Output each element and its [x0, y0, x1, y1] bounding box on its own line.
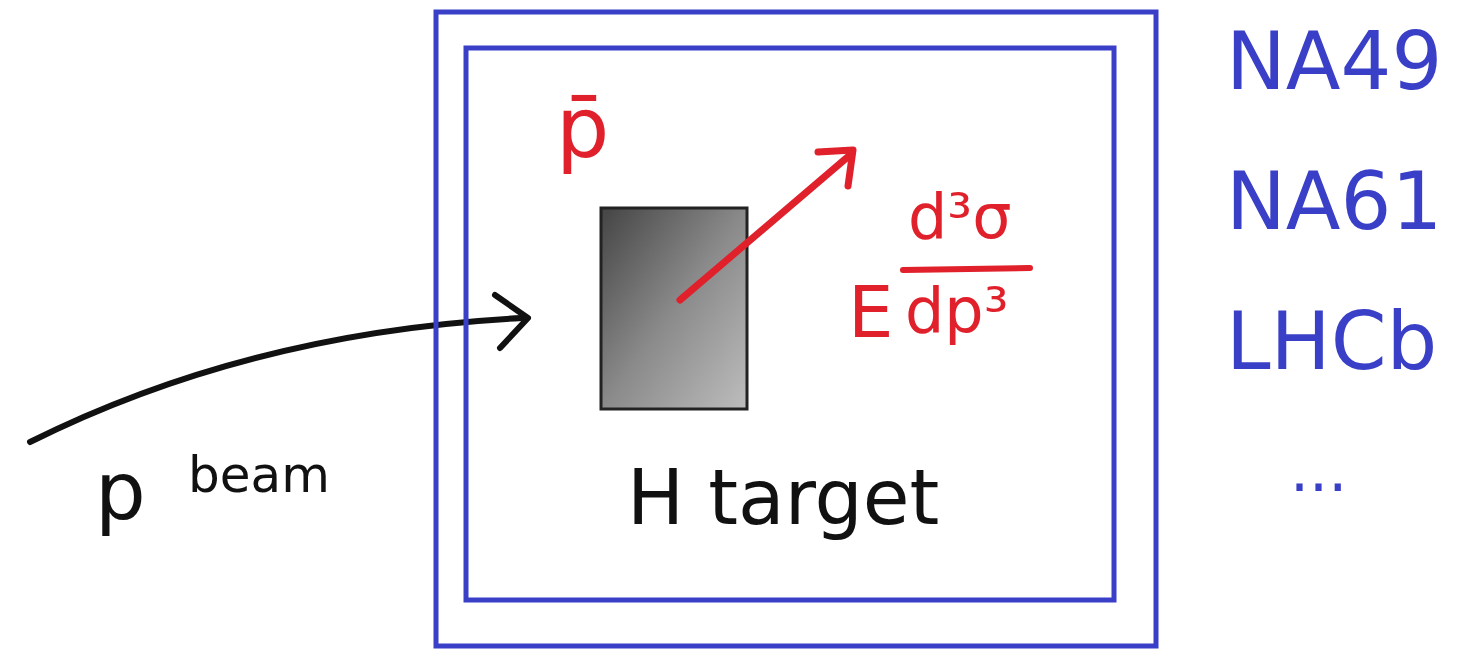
beam-particle: p — [95, 452, 146, 532]
formula-energy: E — [848, 276, 894, 348]
beam-arrow — [30, 318, 522, 442]
ellipsis: ... — [1290, 440, 1347, 500]
fraction-bar — [903, 268, 1030, 270]
experiment-name: LHCb — [1226, 302, 1437, 382]
formula-numerator: d³σ — [908, 186, 1012, 248]
antiproton-symbol: p̄ — [556, 86, 609, 170]
beam-arrowhead — [495, 295, 528, 348]
double-outline — [432, 8, 1160, 650]
experiment-name: NA61 — [1226, 162, 1442, 242]
target-block — [601, 208, 747, 409]
antiproton-arrow — [680, 155, 850, 300]
target-chamber: H target — [432, 8, 1160, 650]
beam-label: beam — [188, 450, 330, 500]
target-label: H target — [627, 460, 939, 536]
formula-denominator: dp³ — [905, 280, 1009, 342]
antiproton-arrowhead — [818, 150, 853, 186]
experiment-name: NA49 — [1226, 22, 1442, 102]
